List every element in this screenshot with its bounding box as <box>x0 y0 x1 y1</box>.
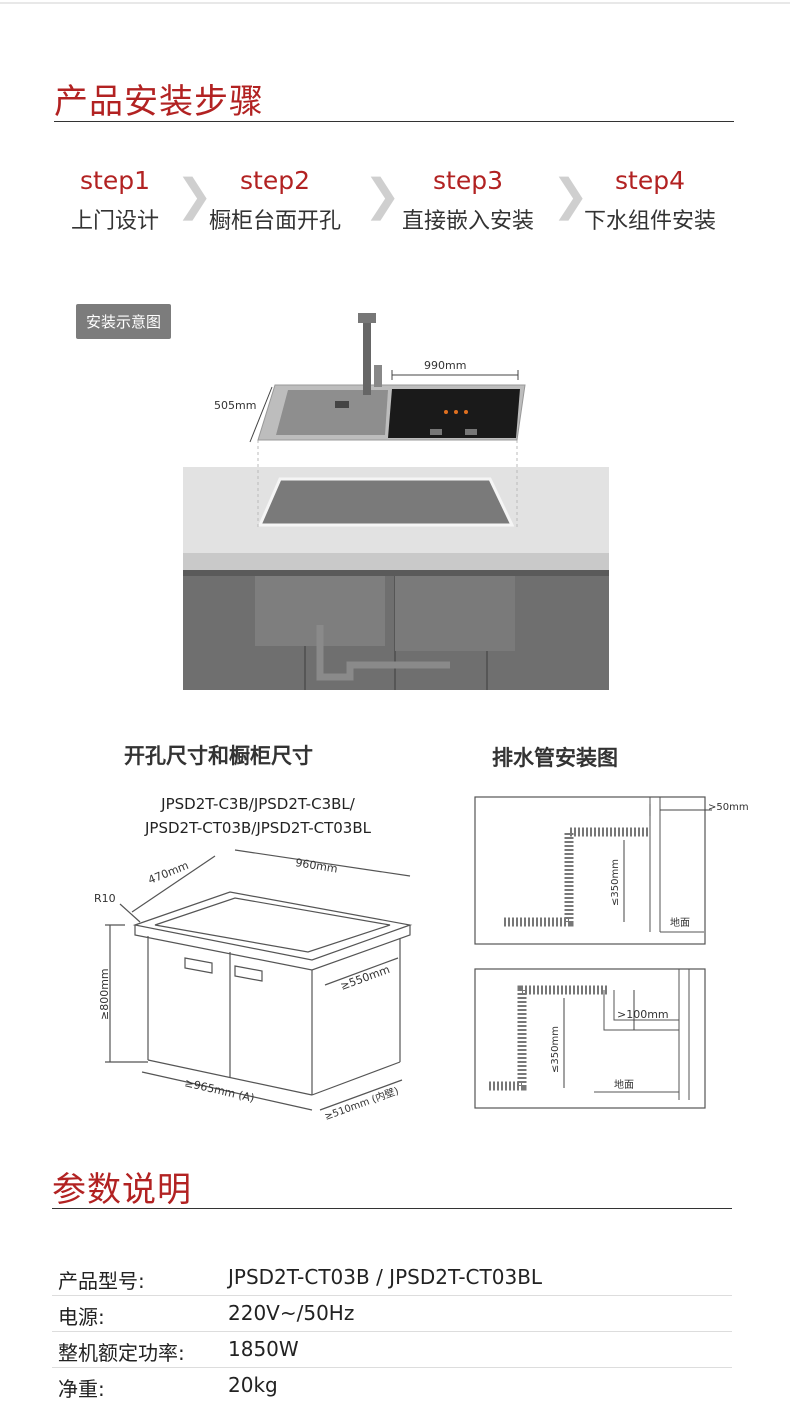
dim-radius: R10 <box>94 892 116 905</box>
chevron-right-icon: ❯ <box>552 170 589 221</box>
drain-title: 排水管安装图 <box>492 746 618 770</box>
chevron-right-icon: ❯ <box>176 170 213 221</box>
step-2-number: step2 <box>240 166 310 195</box>
spec-value: 20kg <box>228 1373 278 1397</box>
spec-row-model: 产品型号: JPSD2T-CT03B / JPSD2T-CT03BL <box>52 1259 732 1296</box>
spec-key: 净重: <box>58 1377 105 1401</box>
spec-key: 产品型号: <box>58 1269 145 1293</box>
cabinet-dimension-drawing: 470mm 960mm R10 ≥800mm ≥550mm ≥965mm (A)… <box>94 849 413 1123</box>
spec-value: 220V~/50Hz <box>228 1301 355 1325</box>
step-4-label: 下水组件安装 <box>583 209 716 234</box>
spec-row-rated-power: 整机额定功率: 1850W <box>52 1331 732 1368</box>
step-2: step2 橱柜台面开孔 <box>200 166 350 235</box>
drain1-floor: 地面 <box>670 916 690 929</box>
installation-illustration: 990mm 505mm <box>183 313 609 690</box>
step-4: step4 下水组件安装 <box>575 166 725 235</box>
models-line-2: JPSD2T-CT03B/JPSD2T-CT03BL <box>144 819 371 837</box>
spec-key: 电源: <box>58 1305 105 1329</box>
dim-top-width: 960mm <box>295 856 339 875</box>
step-1-number: step1 <box>80 166 150 195</box>
drain2-gap: >100mm <box>617 1008 669 1021</box>
step-1-label: 上门设计 <box>70 209 159 234</box>
install-section-title: 产品安装步骤 <box>54 82 264 122</box>
dim-inner-wall: ≥510mm (内壁) <box>323 1084 401 1123</box>
drain2-height: ≤350mm <box>550 1026 561 1073</box>
spec-row-power-supply: 电源: 220V~/50Hz <box>52 1295 732 1332</box>
top-divider <box>0 2 790 4</box>
step-4-number: step4 <box>615 166 685 195</box>
step-2-label: 橱柜台面开孔 <box>208 209 341 234</box>
step-1: step1 上门设计 <box>40 166 190 235</box>
spec-value: 1850W <box>228 1337 299 1361</box>
spec-value: JPSD2T-CT03B / JPSD2T-CT03BL <box>228 1265 543 1289</box>
step-3-label: 直接嵌入安装 <box>401 209 534 234</box>
drain1-gap: >50mm <box>708 802 749 813</box>
install-title-rule <box>54 121 734 122</box>
params-section-title: 参数说明 <box>52 1170 192 1210</box>
dim-height: ≥800mm <box>98 968 111 1020</box>
dim-top-depth: 470mm <box>146 859 190 887</box>
dim-width-label: 990mm <box>424 359 466 372</box>
drain2-floor: 地面 <box>614 1078 634 1091</box>
step-3: step3 直接嵌入安装 <box>393 166 543 235</box>
cutout-title: 开孔尺寸和橱柜尺寸 <box>124 744 313 768</box>
drain1-height: ≤350mm <box>610 859 621 906</box>
dim-depth: ≥550mm <box>339 963 392 993</box>
step-3-number: step3 <box>433 166 503 195</box>
spec-key: 整机额定功率: <box>58 1341 185 1365</box>
drain-diagram-2: >100mm ≤350mm 地面 <box>474 968 706 1109</box>
models-line-1: JPSD2T-C3B/JPSD2T-C3BL/ <box>161 795 355 813</box>
spec-row-net-weight: 净重: 20kg <box>52 1367 732 1403</box>
install-diagram-badge: 安装示意图 <box>76 304 172 339</box>
chevron-right-icon: ❯ <box>364 170 401 221</box>
drain-diagram-1: >50mm ≤350mm 地面 <box>474 796 749 945</box>
cutout-models: JPSD2T-C3B/JPSD2T-C3BL/ JPSD2T-CT03B/JPS… <box>68 792 448 840</box>
params-title-rule <box>52 1208 732 1209</box>
dim-depth-label: 505mm <box>214 399 256 412</box>
